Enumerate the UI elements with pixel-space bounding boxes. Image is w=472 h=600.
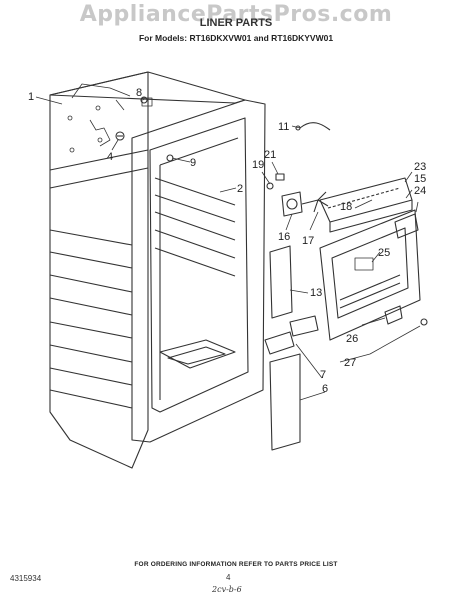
callout-7: 7 [320, 369, 326, 381]
page-number: 4 [226, 573, 231, 582]
wire-harness-part-11 [295, 122, 331, 131]
callout-11: 11 [278, 121, 289, 133]
callout-15: 15 [414, 173, 426, 185]
callout-23: 23 [414, 161, 426, 173]
screw-part-4 [115, 131, 125, 141]
callout-13: 13 [310, 287, 322, 299]
model-subtitle: For Models: RT16DKXVW01 and RT16DKYVW01 [138, 33, 334, 43]
leader-lines [35, 96, 421, 401]
callout-17: 17 [302, 235, 314, 247]
callout-6: 6 [322, 383, 328, 395]
callout-18: 18 [340, 201, 352, 213]
washer-part-19 [266, 182, 274, 190]
watermark-text: AppliancePartsPros.com [79, 2, 393, 27]
callout-8: 8 [136, 87, 142, 99]
callout-16: 16 [278, 231, 290, 243]
gasket-part-7 [264, 331, 295, 355]
callout-9: 9 [190, 157, 196, 169]
fan-motor [281, 191, 329, 217]
liner-parts-diagram: 1 2 4 6 7 8 9 11 13 15 16 17 18 19 21 23… [28, 71, 428, 469]
evaporator-cover-panel [319, 209, 428, 341]
callout-2: 2 [237, 183, 243, 195]
grommet-part-21 [275, 173, 285, 181]
handwritten-note: 2cv-b-6 [212, 585, 242, 594]
callout-1: 1 [28, 91, 34, 103]
page-title: LINER PARTS [199, 17, 273, 29]
plate-part-6 [269, 353, 301, 451]
callout-labels: 1 2 4 6 7 8 9 11 13 15 16 17 18 19 21 23… [28, 87, 426, 395]
seal-near-13 [289, 315, 319, 337]
cabinet-liner [49, 71, 266, 469]
callout-25: 25 [378, 247, 390, 259]
part-number: 4315934 [10, 574, 42, 583]
callout-27: 27 [344, 357, 356, 369]
duct-cover-part-13 [269, 245, 293, 319]
callout-4: 4 [107, 151, 113, 163]
fan-bracket-assembly [319, 177, 413, 233]
ordering-info: FOR ORDERING INFORMATION REFER TO PARTS … [134, 561, 338, 568]
grommet-part-8 [140, 96, 148, 104]
callout-21: 21 [264, 149, 276, 161]
callout-26: 26 [346, 333, 358, 345]
callout-19: 19 [252, 159, 264, 171]
callout-24: 24 [414, 185, 426, 197]
